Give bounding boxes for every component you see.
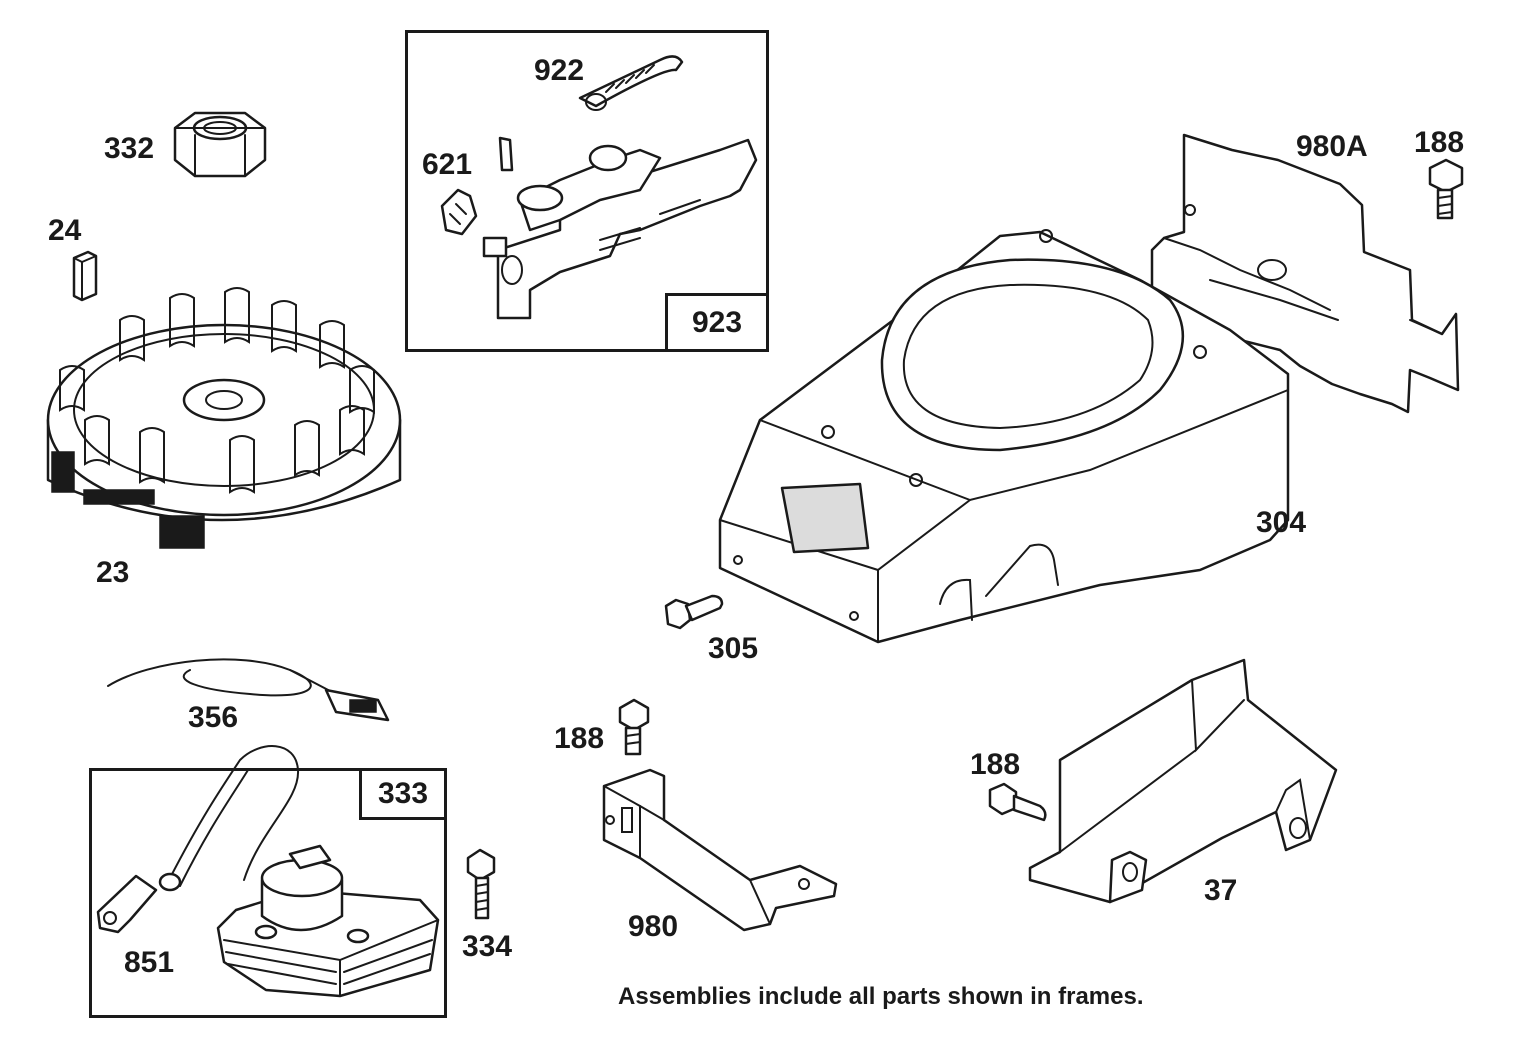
- part-851-label: 851: [124, 946, 175, 979]
- part-23-label: 23: [96, 556, 130, 589]
- governor-assembly-frame: [405, 30, 769, 352]
- bolt-mid-illustration: [618, 698, 650, 756]
- part-922-label: 922: [534, 54, 585, 87]
- part-980a-label: 980A: [1296, 130, 1368, 163]
- bolt-right-illustration: [988, 782, 1047, 822]
- assembly-footnote: Assemblies include all parts shown in fr…: [618, 983, 1144, 1010]
- ground-wire-illustration: [107, 658, 390, 722]
- air-guide-illustration: [1028, 658, 1338, 904]
- part-188-right-label: 188: [970, 748, 1021, 781]
- governor-assembly-illustration: [440, 55, 758, 320]
- part-24-label: 24: [48, 214, 82, 247]
- part-923-tag: 923: [665, 293, 769, 352]
- shroud-bracket-lower-illustration: [602, 768, 838, 932]
- flywheel-key-illustration: [72, 250, 98, 302]
- hex-nut-illustration: [173, 111, 267, 178]
- armature-illustration: [96, 745, 440, 998]
- part-304-label: 304: [1256, 506, 1307, 539]
- bolt-305-illustration: [664, 594, 724, 630]
- part-621-label: 621: [422, 148, 473, 181]
- part-356-label: 356: [188, 701, 239, 734]
- part-332-label: 332: [104, 132, 155, 165]
- armature-assembly-frame: [89, 768, 447, 1018]
- part-333-tag: 333: [359, 768, 447, 820]
- part-305-label: 305: [708, 632, 759, 665]
- flywheel-illustration: [46, 287, 402, 549]
- part-188-mid-label: 188: [554, 722, 605, 755]
- part-980-label: 980: [628, 910, 679, 943]
- blower-housing-illustration: [718, 229, 1290, 644]
- part-334-label: 334: [462, 930, 513, 963]
- screw-334-illustration: [466, 848, 496, 920]
- part-37-label: 37: [1204, 874, 1238, 907]
- part-188-top-label: 188: [1414, 126, 1465, 159]
- bolt-top-illustration: [1428, 158, 1464, 220]
